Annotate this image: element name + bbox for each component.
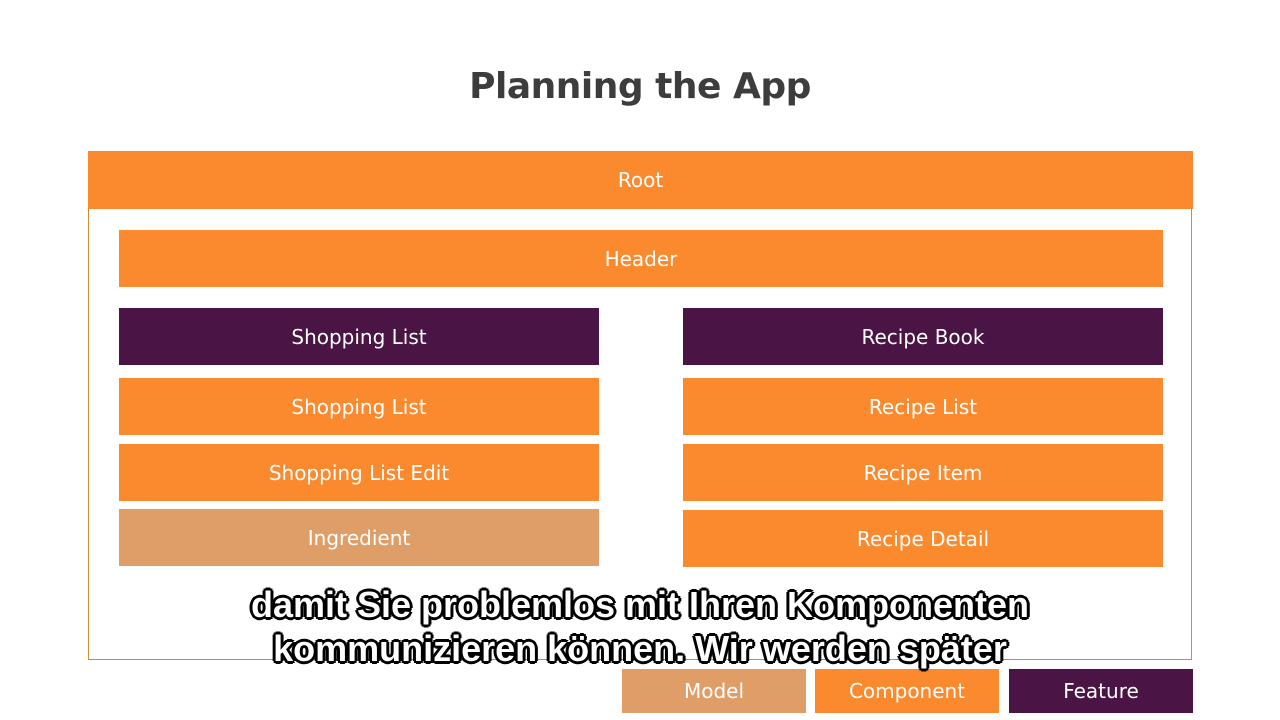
feature-box-shopping-list: Shopping List [119,308,599,365]
legend-feature: Feature [1009,669,1193,713]
component-box-recipe-detail: Recipe Detail [683,510,1163,567]
model-box-ingredient: Ingredient [119,509,599,566]
component-box-shopping-list-edit: Shopping List Edit [119,444,599,501]
subtitle-line-1: damit Sie problemlos mit Ihren Komponent… [250,584,1030,625]
feature-box-recipe-book: Recipe Book [683,308,1163,365]
component-box-recipe-item: Recipe Item [683,444,1163,501]
subtitle-line-2: kommunizieren können. Wir werden später [273,628,1007,669]
component-box-recipe-list: Recipe List [683,378,1163,435]
slide-title: Planning the App [469,66,811,107]
legend-model: Model [622,669,806,713]
component-box-shopping-list: Shopping List [119,378,599,435]
root-box: Root [88,151,1193,209]
legend-component: Component [815,669,999,713]
header-box: Header [119,230,1163,287]
